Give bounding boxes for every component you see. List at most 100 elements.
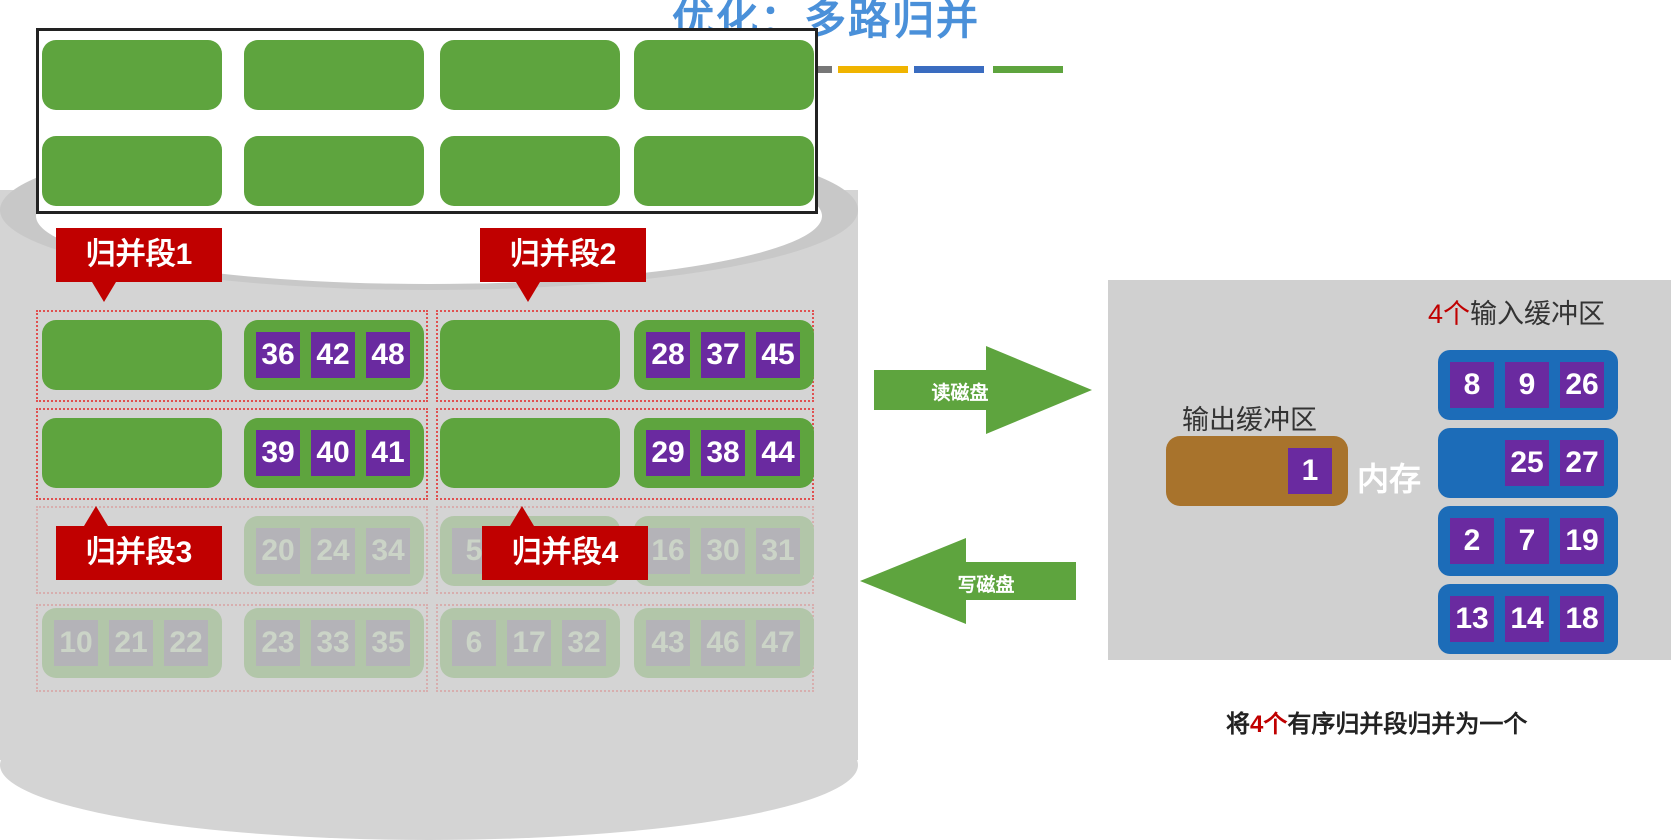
caption: 将4个有序归并段归并为一个: [1226, 704, 1527, 739]
number-cell: 41: [366, 430, 410, 476]
number-cell: 26: [1560, 362, 1604, 408]
disk-block: 10 21 22: [42, 608, 222, 678]
number-cell: 20: [256, 528, 300, 574]
number-cell: 35: [366, 620, 410, 666]
top-block: [634, 40, 814, 110]
faded-rows: 20 24 34 5 16 30 31 10 21 22 23 33 35 6 …: [0, 0, 858, 797]
write-disk-arrow: [860, 538, 1076, 624]
segment-4-label: 归并段4: [511, 536, 619, 569]
segment-2-label: 归并段2: [509, 238, 617, 271]
top-block: [244, 136, 424, 206]
callout-pointer: [510, 506, 534, 526]
number-cell: 9: [1505, 362, 1549, 408]
number-cell: 10: [54, 620, 98, 666]
number-cell: 31: [756, 528, 800, 574]
faded-segment-outline: [436, 506, 814, 594]
number-cell: 19: [1560, 518, 1604, 564]
top-block: [244, 40, 424, 110]
segment-1-outline: [36, 310, 428, 402]
read-disk-arrow: [874, 346, 1092, 434]
segment-3-outline: [36, 408, 428, 500]
disk-block: 20 24 34: [244, 516, 424, 586]
segment-3-label: 归并段3: [85, 536, 193, 569]
caption-suffix: 有序归并段归并为一个: [1287, 711, 1528, 738]
caption-count: 4个: [1250, 711, 1288, 738]
callout-pointer: [516, 282, 540, 302]
number-cell: 37: [701, 332, 745, 378]
number-cell: 43: [646, 620, 690, 666]
number-cell: 14: [1505, 596, 1549, 642]
disk-block: [42, 320, 222, 390]
number-cell: 24: [311, 528, 355, 574]
disk-block: 29 38 44: [634, 418, 814, 488]
number-cell: 28: [646, 332, 690, 378]
faded-segment-outline: [36, 604, 428, 692]
segment-1-callout: 归并段1: [56, 228, 222, 302]
disk-block: [440, 320, 620, 390]
input-buffers-heading: 4个输入缓冲区: [1428, 292, 1605, 331]
number-cell: 18: [1560, 596, 1604, 642]
segment-4-callout: 归并段4: [482, 506, 648, 580]
number-cell: 39: [256, 430, 300, 476]
disk-block: 16 30 31: [634, 516, 814, 586]
input-buffer: 13 14 18: [1438, 584, 1618, 654]
callout-pointer: [92, 282, 116, 302]
input-buffers-count: 4个: [1428, 299, 1471, 329]
top-block: [440, 40, 620, 110]
disk-block: [42, 418, 222, 488]
read-disk-label: 读磁盘: [931, 383, 989, 404]
disk-block: 36 42 48: [244, 320, 424, 390]
input-buffers-label: 输入缓冲区: [1470, 299, 1606, 329]
callout-pointer: [84, 506, 108, 526]
number-cell: 46: [701, 620, 745, 666]
number-cell: 25: [1505, 440, 1549, 486]
number-cell: 22: [164, 620, 208, 666]
number-cell: 7: [1505, 518, 1549, 564]
caption-prefix: 将: [1226, 711, 1250, 738]
number-cell: 33: [311, 620, 355, 666]
segment-3-callout: 归并段3: [56, 506, 222, 580]
disk-block: 39 40 41: [244, 418, 424, 488]
top-block: [440, 136, 620, 206]
number-cell: 23: [256, 620, 300, 666]
number-cell: 30: [701, 528, 745, 574]
disk-block: 28 37 45: [634, 320, 814, 390]
disk-block: 23 33 35: [244, 608, 424, 678]
segment-2-callout: 归并段2: [480, 228, 646, 302]
number-cell: 2: [1450, 518, 1494, 564]
disk-block: 6 17 32: [440, 608, 620, 678]
number-cell: 29: [646, 430, 690, 476]
top-block: [42, 40, 222, 110]
output-number-cell: 1: [1288, 448, 1332, 494]
number-cell: 38: [701, 430, 745, 476]
input-buffer: 25 27: [1438, 428, 1618, 498]
number-cell: 45: [756, 332, 800, 378]
number-cell: 8: [1450, 362, 1494, 408]
number-cell: 27: [1560, 440, 1604, 486]
disk-block: [440, 418, 620, 488]
number-cell: 36: [256, 332, 300, 378]
faded-segment-outline: [436, 604, 814, 692]
number-cell: 17: [507, 620, 551, 666]
number-cell: 13: [1450, 596, 1494, 642]
input-buffer: 8 9 26: [1438, 350, 1618, 420]
number-cell: 16: [646, 528, 690, 574]
color-bar-yellow: [838, 66, 908, 73]
write-disk-label: 写磁盘: [957, 575, 1015, 596]
output-buffer-label: 输出缓冲区: [1182, 405, 1317, 435]
color-bar-gray: [812, 66, 832, 73]
segment-1-label: 归并段1: [85, 238, 193, 271]
number-cell: 44: [756, 430, 800, 476]
number-cell: 48: [366, 332, 410, 378]
top-block: [634, 136, 814, 206]
number-cell: 34: [366, 528, 410, 574]
number-cell: 21: [109, 620, 153, 666]
faded-segment-outline: [36, 506, 428, 594]
top-block: [42, 136, 222, 206]
color-bar-blue-2: [914, 66, 984, 73]
color-bar-green: [993, 66, 1063, 73]
input-buffer: 2 7 19: [1438, 506, 1618, 576]
number-cell: 42: [311, 332, 355, 378]
disk-block: 43 46 47: [634, 608, 814, 678]
output-buffer: 1: [1166, 436, 1348, 506]
